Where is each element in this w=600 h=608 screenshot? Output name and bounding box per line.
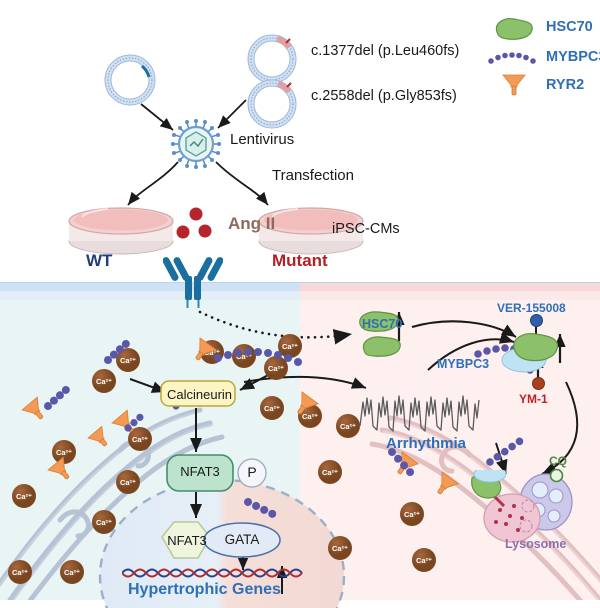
ym1-icon — [532, 377, 545, 390]
svg-text:Ca²⁺: Ca²⁺ — [332, 544, 348, 553]
cq-icon — [549, 468, 564, 483]
hsc70-mybpc3-complex-icon — [501, 333, 559, 373]
calcineurin-node — [160, 380, 236, 407]
plasmid-mutation-2-icon — [247, 79, 297, 129]
svg-text:Ca²⁺: Ca²⁺ — [340, 422, 356, 431]
nfat3-cytosolic-label: NFAT3 — [180, 464, 220, 479]
svg-text:Ca²⁺: Ca²⁺ — [64, 568, 80, 577]
top-arrows-layer — [127, 99, 269, 206]
legend-label-mybpc3: MYBPC3 — [546, 49, 600, 65]
dotted-chain-icon — [488, 52, 536, 64]
plasmid-empty-icon — [104, 54, 156, 106]
svg-text:Ca²⁺: Ca²⁺ — [120, 478, 136, 487]
ver-155008-icon — [530, 314, 543, 327]
svg-text:Ca²⁺: Ca²⁺ — [132, 435, 148, 444]
hypertrophic-genes-label: Hypertrophic Genes — [128, 581, 281, 598]
nfat3-nuclear-label: NFAT3 — [167, 533, 207, 548]
lentivirus-icon — [171, 119, 221, 169]
mybpc3-label: MYBPC3 — [437, 357, 490, 371]
lysosome-icon — [471, 470, 573, 543]
ang2-label: Ang II — [228, 214, 276, 233]
legend-label-hsc70: HSC70 — [546, 19, 593, 35]
ang2-ligand-icon — [176, 207, 212, 239]
nfat3-cytosolic-node — [166, 454, 267, 492]
ver-155008-label: VER-155008 — [497, 301, 566, 315]
dish-mutant-label: Mutant — [272, 251, 328, 270]
svg-text:Ca²⁺: Ca²⁺ — [302, 412, 318, 421]
mutation-label-2: c.2558del (p.Gly853fs) — [311, 88, 457, 104]
ang2-receptor-icon — [163, 257, 223, 308]
cell-type-label: iPSC-CMs — [332, 221, 400, 237]
transfection-label: Transfection — [272, 167, 354, 184]
svg-text:Ca²⁺: Ca²⁺ — [204, 348, 220, 357]
mutation-label-1: c.1377del (p.Leu460fs) — [311, 43, 460, 59]
svg-text:Ca²⁺: Ca²⁺ — [96, 518, 112, 527]
svg-text:Ca²⁺: Ca²⁺ — [120, 356, 136, 365]
svg-text:Ca²⁺: Ca²⁺ — [12, 568, 28, 577]
arrhythmia-trace-icon — [359, 395, 480, 432]
svg-text:Ca²⁺: Ca²⁺ — [322, 468, 338, 477]
gata-label: GATA — [224, 532, 260, 547]
petri-dish-wt-icon — [68, 207, 174, 255]
lysosome-label: Lysosome — [505, 537, 567, 551]
calcium-ions-layer: Ca²⁺ Ca²⁺ Ca²⁺ Ca²⁺ Ca²⁺ Ca²⁺ Ca²⁺ Ca²⁺ Ca²⁺… — [8, 334, 436, 584]
legend-label-ryr2: RYR2 — [546, 77, 585, 93]
svg-text:Ca²⁺: Ca²⁺ — [282, 342, 298, 351]
calcineurin-label: Calcineurin — [167, 387, 233, 402]
bean-shape-icon — [495, 18, 533, 40]
ym1-label: YM-1 — [519, 392, 548, 406]
svg-text:Ca²⁺: Ca²⁺ — [236, 352, 252, 361]
svg-text:Ca²⁺: Ca²⁺ — [264, 404, 280, 413]
svg-text:Ca²⁺: Ca²⁺ — [268, 364, 284, 373]
svg-text:Ca²⁺: Ca²⁺ — [16, 492, 32, 501]
lentivirus-label: Lentivirus — [230, 131, 295, 148]
svg-text:Ca²⁺: Ca²⁺ — [416, 556, 432, 565]
hsc70-label: HSC70 — [362, 317, 403, 331]
arrhythmia-label: Arrhythmia — [386, 435, 467, 452]
nfat3-gata-complex — [161, 521, 281, 559]
dna-helix-icon — [122, 568, 303, 578]
svg-text:Ca²⁺: Ca²⁺ — [404, 510, 420, 519]
phospho-label: P — [247, 464, 257, 480]
petri-dish-mutant-icon — [258, 207, 364, 255]
svg-text:Ca²⁺: Ca²⁺ — [96, 377, 112, 386]
svg-text:Ca²⁺: Ca²⁺ — [56, 448, 72, 457]
cq-label: CQ — [549, 454, 567, 468]
funnel-icon — [502, 74, 526, 96]
dish-wt-label: WT — [86, 251, 113, 270]
hsc70-icon — [359, 311, 401, 357]
